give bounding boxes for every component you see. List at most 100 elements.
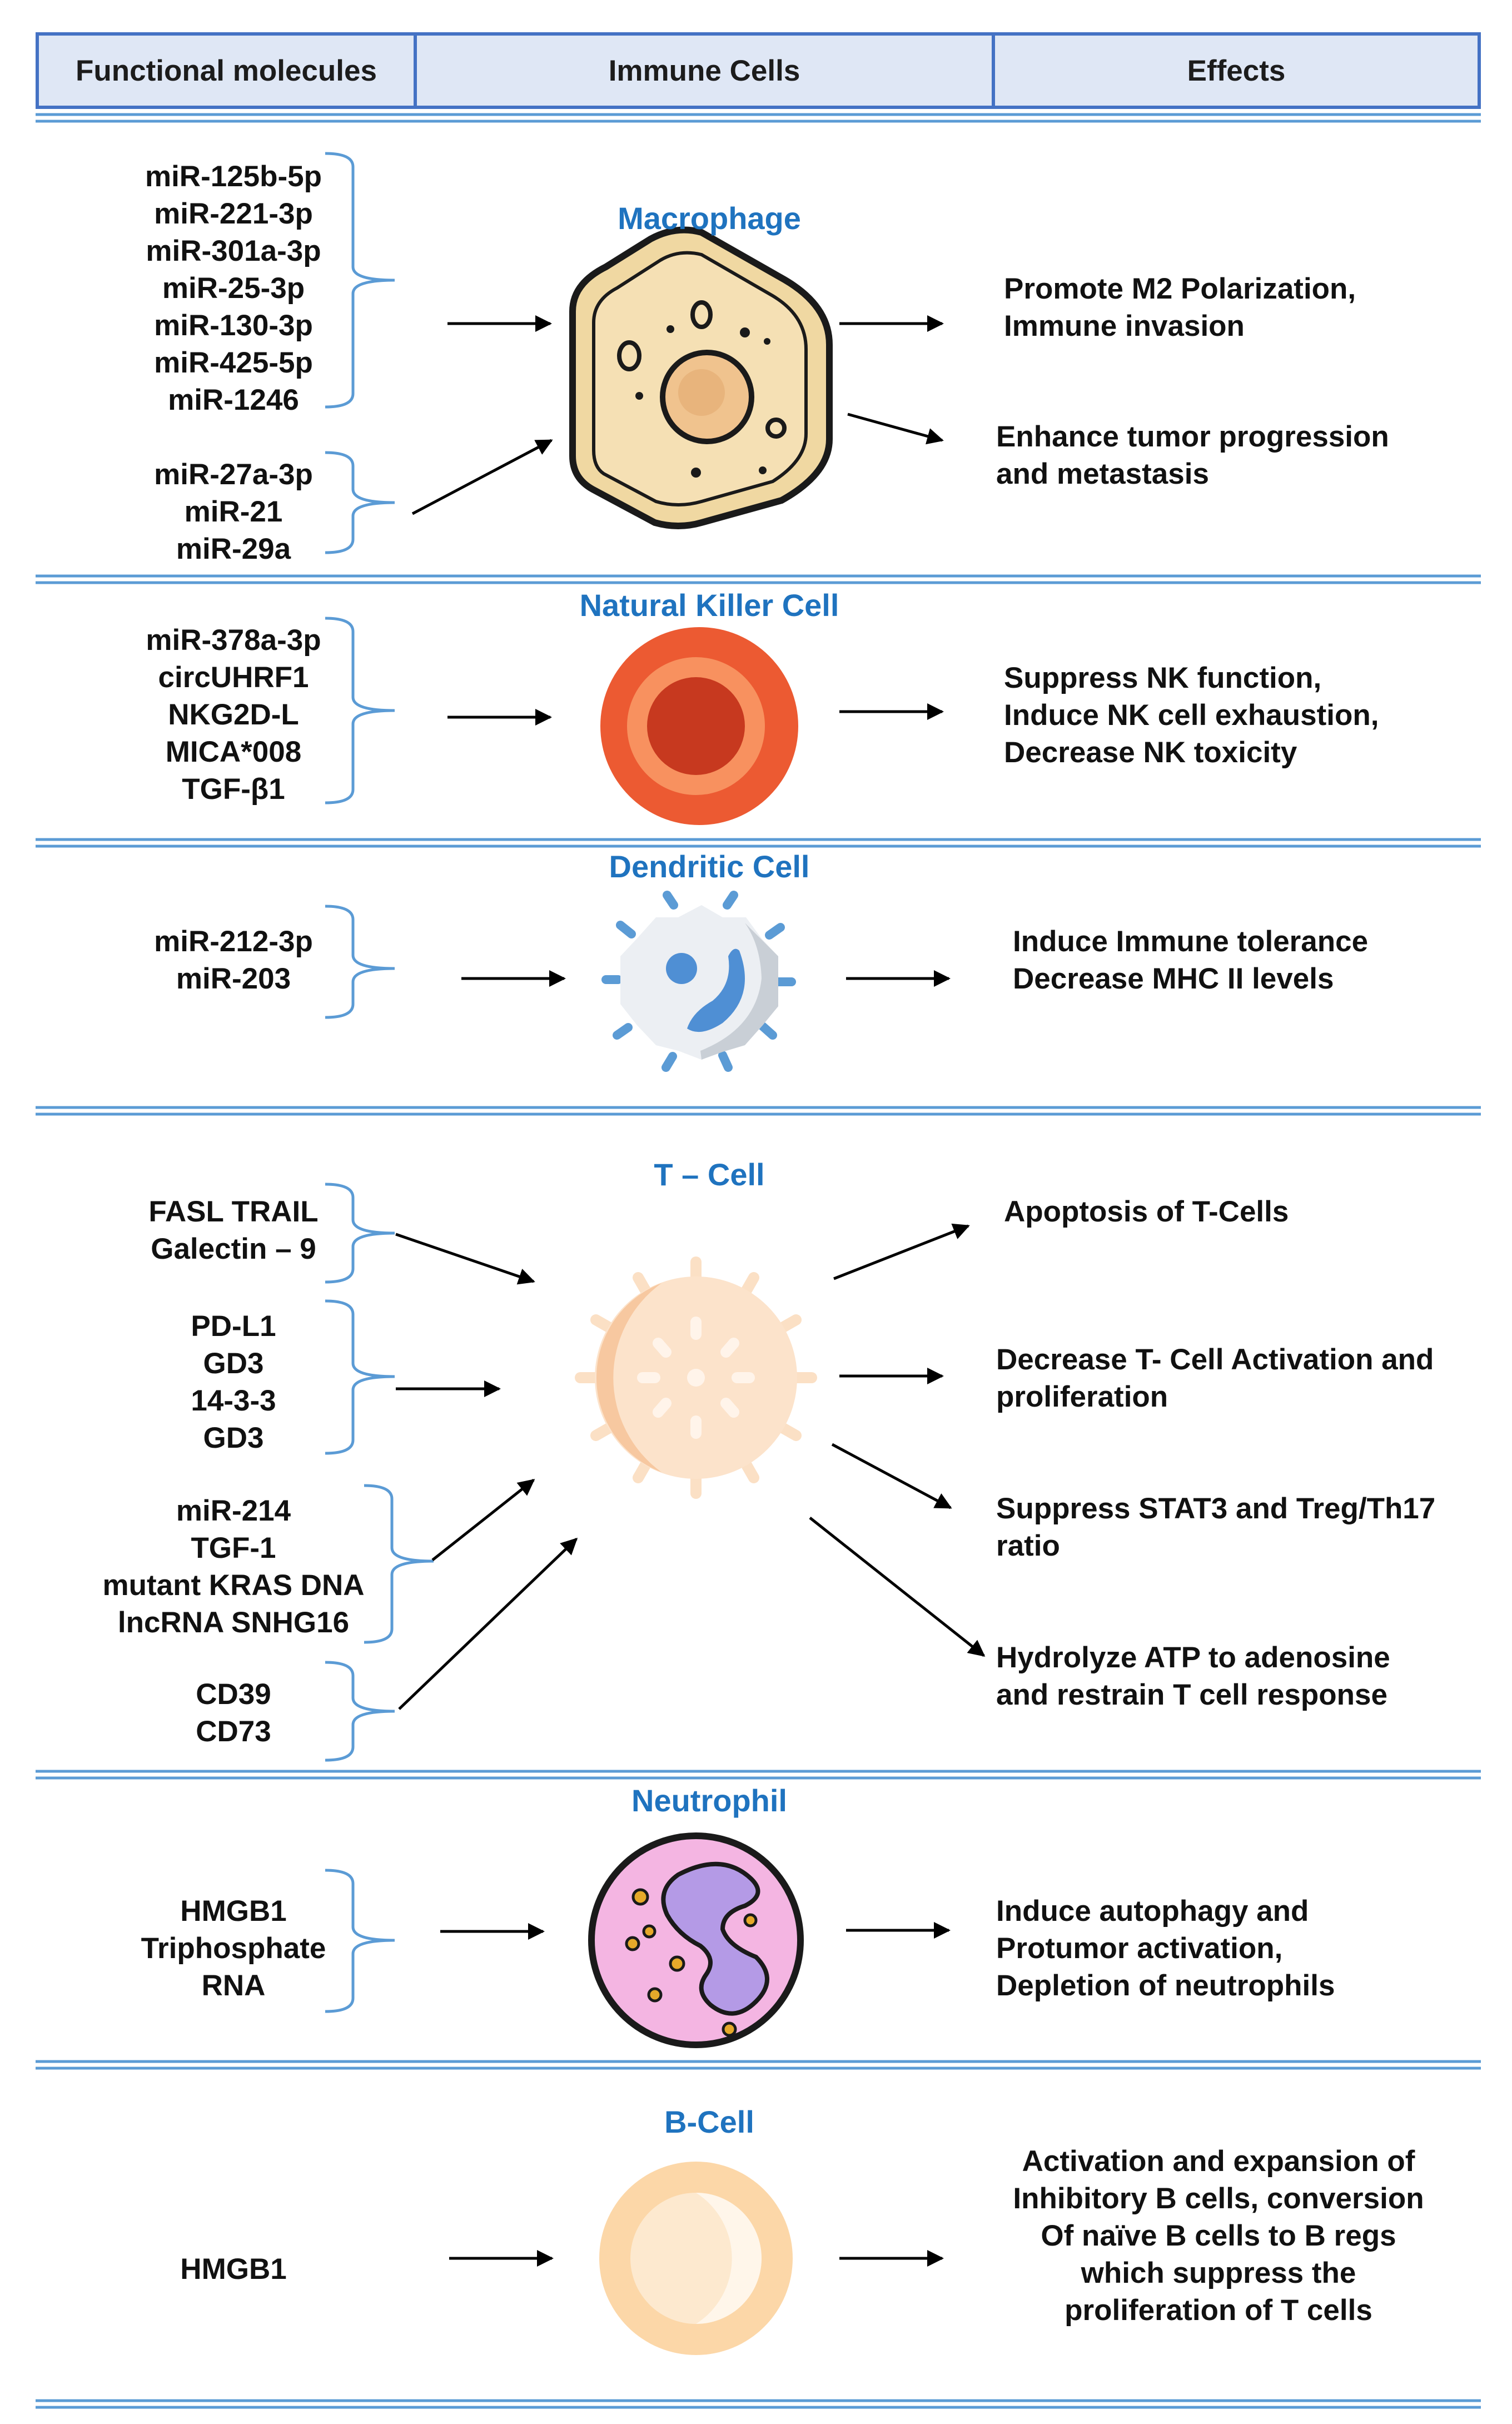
header-label: Effects [1187,54,1286,87]
t-cell-granule [720,1398,739,1418]
molecule-label: miR-425-5p [154,346,313,379]
molecule-label: miR-1246 [168,384,299,416]
macrophage-effect-b: Enhance tumor progression and metastasis [996,418,1389,493]
dendritic-cell-icon [601,891,796,1072]
effect-line: Induce autophagy and [996,1895,1309,1928]
nk-inner [647,677,745,775]
molecule-label: PD-L1 [191,1310,276,1343]
molecule-label: circUHRF1 [158,661,309,694]
macrophage-vesicle [617,340,641,371]
effect-line: Suppress NK function, [1004,662,1322,694]
dendrite [662,1052,677,1072]
molecule-label: CD39 [196,1678,271,1711]
molecule-label: HMGB1 [180,2253,287,2286]
molecule-label: miR-27a-3p [154,458,313,491]
effect-line: Depletion of neutrophils [996,1969,1335,2002]
bracket-tcell-d [325,1661,395,1762]
bracket-dendritic [325,905,395,1019]
molecule-label: TGF-1 [191,1532,276,1564]
header-col-functional-molecules: Functional molecules [36,32,414,109]
molecule-label: miR-21 [184,495,283,528]
effect-line: which suppress the [1081,2257,1356,2289]
molecule-label: miR-221-3p [154,197,313,230]
dendritic-effect: Induce Immune tolerance Decrease MHC II … [1013,923,1368,997]
effect-line: and metastasis [996,458,1209,490]
effect-line: Apoptosis of T-Cells [1004,1195,1289,1228]
arrow-tcell-out-c [831,1443,952,1509]
effect-line: Induce NK cell exhaustion, [1004,699,1379,732]
bcell-molecules: HMGB1 [78,2251,389,2288]
arrow-tcell-out-a [833,1223,970,1280]
b-cell-icon [599,2162,793,2355]
molecule-label: miR-212-3p [154,925,313,958]
t-cell-shade [596,1283,662,1472]
macrophage-dot [635,392,643,400]
tcell-title: T – Cell [654,1157,765,1192]
molecule-label: miR-214 [176,1494,291,1527]
neutrophil-granule [642,1924,656,1939]
molecule-label: GD3 [203,1347,264,1380]
macrophage-dot [691,468,701,478]
bcell-title: B-Cell [664,2104,754,2139]
macrophage-cell-icon [569,226,833,529]
t-cell-granule [653,1398,672,1418]
tcell-molecules-b: PD-L1 GD3 14-3-3 GD3 [78,1308,389,1457]
nk-molecules: miR-378a-3p circUHRF1 NKG2D-L MICA*008 T… [78,622,389,808]
tcell-effect-d: Hydrolyze ATP to adenosine and restrain … [996,1639,1390,1713]
tcell-effect-b: Decrease T- Cell Activation and prolifer… [996,1341,1434,1415]
macrophage-molecules-a: miR-125b-5p miR-221-3p miR-301a-3p miR-2… [78,158,389,419]
molecule-label: 14-3-3 [191,1384,276,1417]
molecule-label: CD73 [196,1715,271,1748]
molecule-label: miR-203 [176,962,291,995]
molecule-label: GD3 [203,1422,264,1454]
molecule-label: Triphosphate [141,1932,326,1965]
effect-line: ratio [996,1529,1060,1562]
macrophage-title: Macrophage [618,201,801,236]
dendrite [723,891,738,910]
macrophage-molecules-b: miR-27a-3p miR-21 miR-29a [78,456,389,568]
macrophage-vesicle [765,418,787,439]
nk-cell-icon [600,627,798,825]
molecule-label: FASL TRAIL [148,1195,319,1228]
arrow-tcell-in-c [431,1479,535,1561]
molecule-label: miR-130-3p [154,309,313,342]
header-col-immune-cells: Immune Cells [414,32,992,109]
arrow-macrophage-in-b [411,439,553,515]
section-separators [36,113,1481,2409]
effect-line: Suppress STAT3 and Treg/Th17 [996,1492,1436,1525]
molecule-label: MICA*008 [165,736,302,768]
tcell-effect-a: Apoptosis of T-Cells [1004,1193,1289,1230]
neutrophil-icon [588,1832,804,2048]
effect-line: Hydrolyze ATP to adenosine [996,1641,1390,1674]
bracket-tcell-b [325,1299,395,1455]
tcell-effect-c: Suppress STAT3 and Treg/Th17 ratio [996,1490,1435,1564]
arrow-macrophage-out-b [847,413,944,445]
effect-line: proliferation [996,1380,1168,1413]
neutrophil-granule [631,1888,649,1906]
tcell-molecules-d: CD39 CD73 [78,1676,389,1750]
macrophage-dot [759,466,767,474]
molecule-label: Galectin – 9 [151,1233,316,1265]
tcell-molecules-c: miR-214 TGF-1 mutant KRAS DNA lncRNA SNH… [78,1492,389,1641]
b-cell-inner-shade [696,2193,762,2324]
arrow-tcell-out-d [809,1517,986,1657]
effect-line: Enhance tumor progression [996,420,1389,453]
dendrite [616,921,636,938]
effect-line: proliferation of T cells [1065,2294,1372,2327]
bcell-effect: Activation and expansion of Inhibitory B… [996,2143,1441,2329]
header-label: Functional molecules [76,54,377,87]
molecule-label: miR-29a [176,533,291,565]
molecule-label: RNA [201,1969,266,2002]
macrophage-effect-a: Promote M2 Polarization, Immune invasion [1004,270,1356,345]
neutrophil-granule [743,1913,758,1928]
neutrophil-title: Neutrophil [631,1783,787,1818]
neutrophil-molecules: HMGB1 Triphosphate RNA [78,1892,389,2004]
macrophage-dot [764,338,770,345]
bracket-neutrophil [325,1869,395,2013]
dendritic-body [620,905,778,1060]
dendritic-nucleus-large [687,948,745,1032]
macrophage-dot [667,325,674,333]
macrophage-vesicle [690,300,713,329]
bracket-macrophage-b [325,451,395,554]
arrows [395,315,986,2267]
